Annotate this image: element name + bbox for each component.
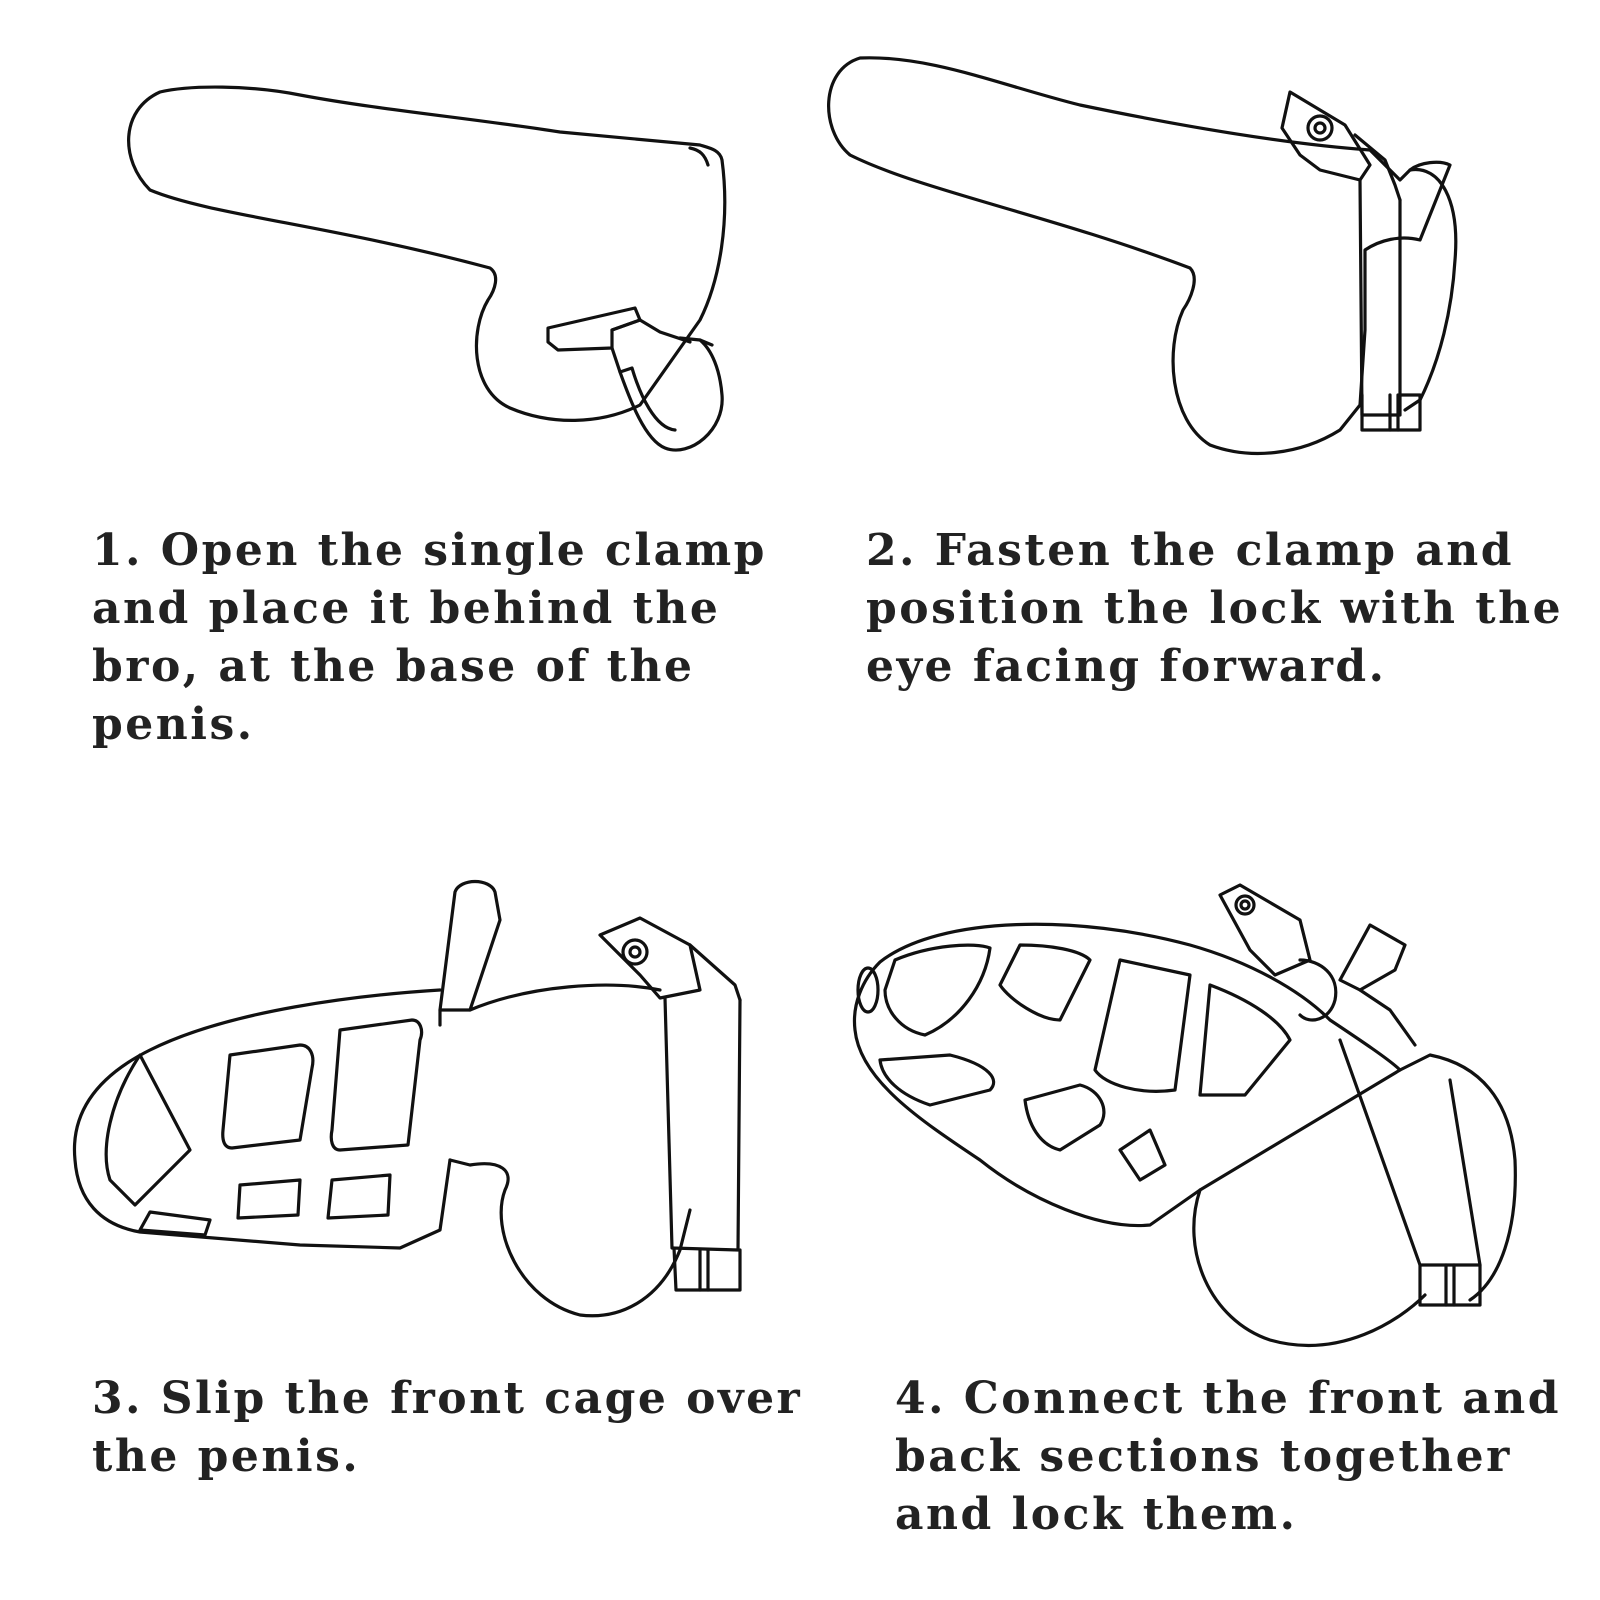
step-4-number: 4. — [895, 1373, 946, 1424]
step-3-caption: 3. Slip the front cage over the penis. — [92, 1370, 812, 1486]
step-3-number: 3. — [92, 1373, 143, 1424]
step-2-illustration — [827, 56, 1458, 455]
step-1-number: 1. — [92, 525, 143, 576]
step-3-text: Slip the front cage over the penis. — [92, 1373, 803, 1482]
step-1-illustration — [127, 85, 727, 452]
step-1-caption: 1. Open the single clamp and place it be… — [92, 522, 812, 754]
step-4-text: Connect the front and back sections toge… — [895, 1373, 1562, 1540]
step-1-text: Open the single clamp and place it behin… — [92, 525, 767, 750]
step-2-text: Fasten the clamp and position the lock w… — [866, 525, 1564, 692]
step-4-illustration — [852, 883, 1517, 1347]
step-3-illustration — [72, 879, 742, 1318]
step-2-caption: 2. Fasten the clamp and position the loc… — [866, 522, 1566, 696]
step-4-caption: 4. Connect the front and back sections t… — [895, 1370, 1585, 1544]
step-2-number: 2. — [866, 525, 917, 576]
